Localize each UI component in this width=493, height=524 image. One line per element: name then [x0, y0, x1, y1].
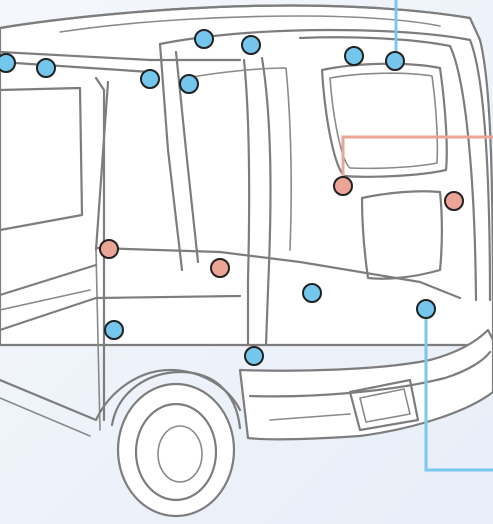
point-salmon	[334, 177, 352, 195]
point-blue	[345, 47, 363, 65]
point-salmon	[211, 259, 229, 277]
point-blue	[141, 70, 159, 88]
point-blue	[303, 284, 321, 302]
point-blue	[195, 30, 213, 48]
point-salmon	[445, 192, 463, 210]
point-blue	[245, 347, 263, 365]
van-outline	[0, 6, 493, 517]
point-blue	[242, 36, 260, 54]
point-blue	[417, 300, 435, 318]
point-blue	[180, 75, 198, 93]
point-blue	[386, 52, 404, 70]
point-blue	[37, 59, 55, 77]
point-salmon	[100, 240, 118, 258]
point-blue	[0, 54, 15, 72]
point-blue	[105, 321, 123, 339]
